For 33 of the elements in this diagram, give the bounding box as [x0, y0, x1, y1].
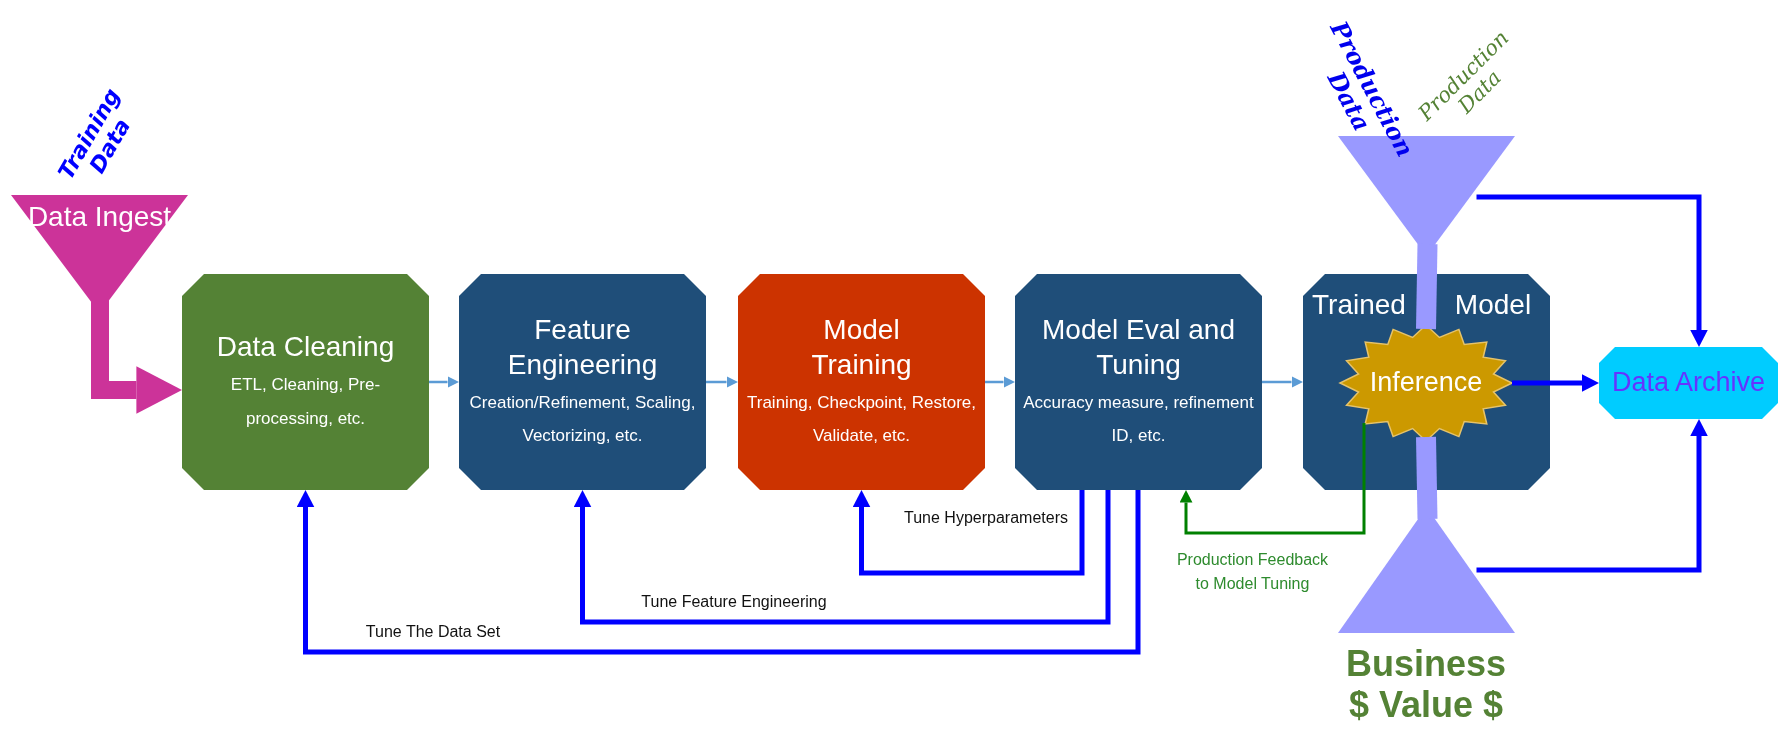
funnel-caption: Business $ Value $	[1344, 642, 1508, 726]
box-description: Creation/Refinement, Scaling, Vectorizing, etc.	[468, 391, 697, 447]
process-box	[738, 274, 985, 490]
funnel-stem	[1416, 436, 1438, 520]
arrow	[1512, 374, 1599, 392]
arrow	[429, 376, 459, 388]
box-description: Accuracy measure, refinement ID, etc.	[1022, 391, 1255, 447]
arrow	[1476, 194, 1708, 347]
arrow	[852, 490, 1085, 576]
box-label: Data Ingest	[26, 200, 173, 234]
arrow	[296, 490, 1141, 655]
box-heading: Model Training	[810, 312, 913, 382]
arrow	[1262, 376, 1303, 388]
process-box	[459, 274, 706, 490]
archive-box	[1599, 347, 1778, 419]
box-heading: Data Cleaning	[216, 330, 395, 365]
box-description: ETL, Cleaning, Pre-processing, etc.	[229, 374, 382, 430]
box-label: Data Archive	[1610, 366, 1767, 399]
funnel-stem	[1416, 243, 1438, 330]
box-description: Training, Checkpoint, Restore, Validate, etc.	[746, 391, 977, 447]
arrow	[1179, 423, 1366, 535]
shape-label: Inference	[1368, 366, 1484, 399]
box-heading: Trained	[1311, 288, 1407, 322]
process-box	[1015, 274, 1262, 490]
box-heading: Model Eval and Tuning	[1041, 312, 1236, 382]
arrow	[985, 376, 1015, 388]
arrow	[706, 376, 738, 388]
box-heading: Model	[1453, 288, 1533, 322]
arrow	[573, 490, 1111, 625]
arrow	[1476, 419, 1708, 573]
process-box	[182, 274, 429, 490]
model-box	[1303, 274, 1550, 490]
box-heading: Feature Engineering	[506, 312, 659, 382]
